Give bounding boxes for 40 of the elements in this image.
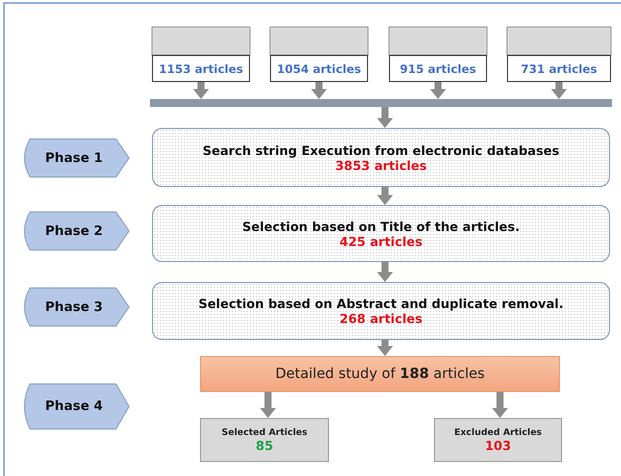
arrow bbox=[551, 82, 567, 99]
article-count: 1054 articles bbox=[276, 62, 362, 76]
source-box bbox=[507, 55, 611, 82]
phase-label: Phase 3 bbox=[45, 300, 103, 314]
source-box bbox=[270, 55, 368, 82]
source-box bbox=[152, 55, 250, 82]
arrow bbox=[377, 107, 393, 128]
article-count: 425 articles bbox=[340, 234, 422, 248]
step-title: Selection based on Title of the articles. bbox=[242, 218, 520, 234]
result-count: 103 bbox=[484, 438, 512, 452]
process-box bbox=[152, 205, 610, 262]
arrow bbox=[492, 392, 508, 418]
result-box bbox=[434, 418, 562, 462]
result-title: Excluded Articles bbox=[454, 428, 542, 438]
result-box bbox=[200, 418, 329, 462]
arrow bbox=[377, 340, 393, 356]
merge-bar bbox=[150, 99, 612, 107]
study-box bbox=[200, 356, 560, 392]
arrow bbox=[193, 82, 209, 99]
arrow bbox=[311, 82, 327, 99]
arrow bbox=[377, 262, 393, 282]
article-count: 1153 articles bbox=[158, 62, 244, 76]
result-title: Selected Articles bbox=[222, 428, 308, 438]
process-box bbox=[152, 282, 610, 340]
process-box bbox=[152, 128, 610, 187]
article-count: 268 articles bbox=[340, 311, 422, 326]
study-text: Detailed study of 188 articles bbox=[275, 366, 485, 382]
step-title: Selection based on Abstract and duplicate removal. bbox=[198, 296, 564, 311]
phase-label: Phase 4 bbox=[45, 399, 103, 414]
arrow bbox=[260, 392, 276, 418]
phase-label: Phase 1 bbox=[45, 150, 103, 166]
arrow bbox=[377, 187, 393, 205]
article-count: 3853 articles bbox=[335, 158, 427, 172]
source-box bbox=[389, 55, 487, 82]
result-count: 85 bbox=[256, 438, 274, 452]
phase-label: Phase 2 bbox=[45, 224, 103, 238]
article-count: 915 articles bbox=[400, 62, 476, 76]
article-count: 731 articles bbox=[520, 62, 598, 76]
arrow bbox=[430, 82, 446, 99]
step-title: Search string Execution from electronic databases bbox=[202, 142, 560, 158]
